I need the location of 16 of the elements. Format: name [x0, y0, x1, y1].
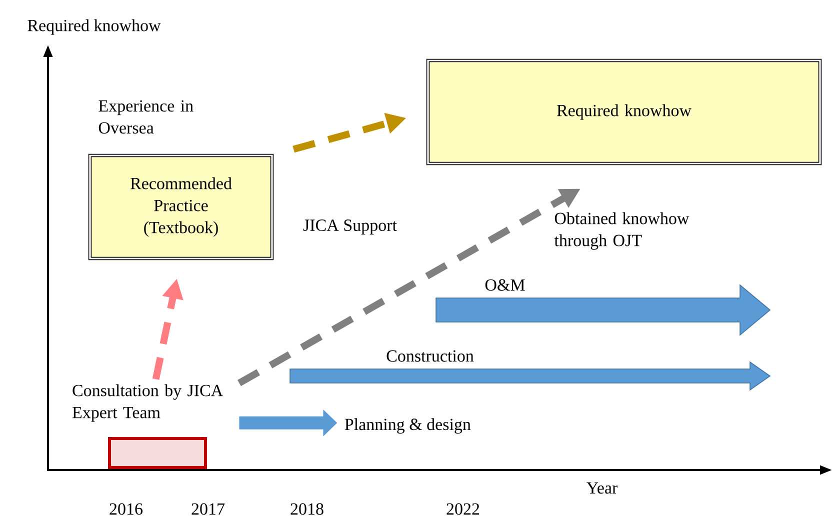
period-box — [108, 437, 207, 469]
text-box: Recommended Practice (Textbook) — [88, 154, 274, 260]
label-text: Consultation by JICA Expert Team — [72, 384, 223, 422]
axis-title: Year — [586, 482, 618, 494]
annotation-text: O&M — [485, 279, 525, 291]
axis-title: Required knowhow — [28, 19, 161, 35]
caption-text: Experience in Oversea — [98, 100, 194, 134]
annotation-text: Construction — [386, 350, 474, 362]
text-box: Required knowhow — [426, 58, 822, 166]
year-label: 2016 — [110, 503, 142, 515]
annotation-text: Obtained knowhow through OJT — [554, 212, 690, 250]
year-label: 2017 — [192, 503, 225, 515]
year-label: 2022 — [446, 503, 480, 515]
annotation-text: JICA Support — [303, 220, 397, 234]
year-label: 2018 — [290, 503, 324, 515]
edge-label: Planning & design — [344, 418, 471, 434]
